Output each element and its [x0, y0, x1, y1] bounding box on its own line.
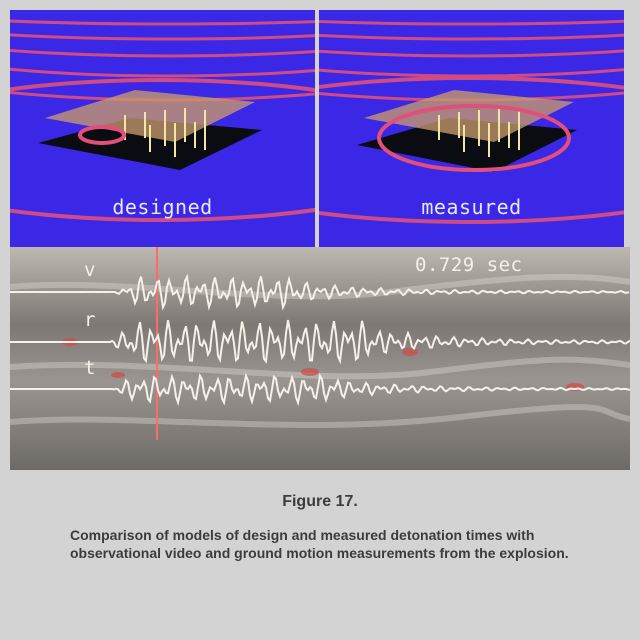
trace-label-v: v: [84, 259, 96, 281]
trace-v: [10, 273, 630, 311]
figure-title: Figure 17.: [282, 493, 358, 510]
measured-model-render: [319, 19, 624, 224]
trace-r: [10, 319, 630, 365]
designed-label: designed: [112, 195, 213, 219]
video-background: [10, 247, 630, 470]
seismogram-panel: v r t 0.729 sec: [10, 247, 630, 470]
trace-t: [10, 372, 630, 407]
measured-model-panel: measured: [319, 10, 624, 247]
measured-label: measured: [421, 195, 522, 219]
trace-label-r: r: [84, 309, 96, 331]
figure-17-image: designed measured: [10, 10, 630, 470]
designed-model-render: [10, 19, 315, 222]
time-readout: 0.729 sec: [415, 254, 523, 276]
trace-label-t: t: [84, 357, 96, 379]
designed-model-panel: designed: [10, 10, 315, 247]
seismogram-plot: [10, 247, 630, 470]
figure-caption: Comparison of models of design and measu…: [70, 527, 569, 561]
